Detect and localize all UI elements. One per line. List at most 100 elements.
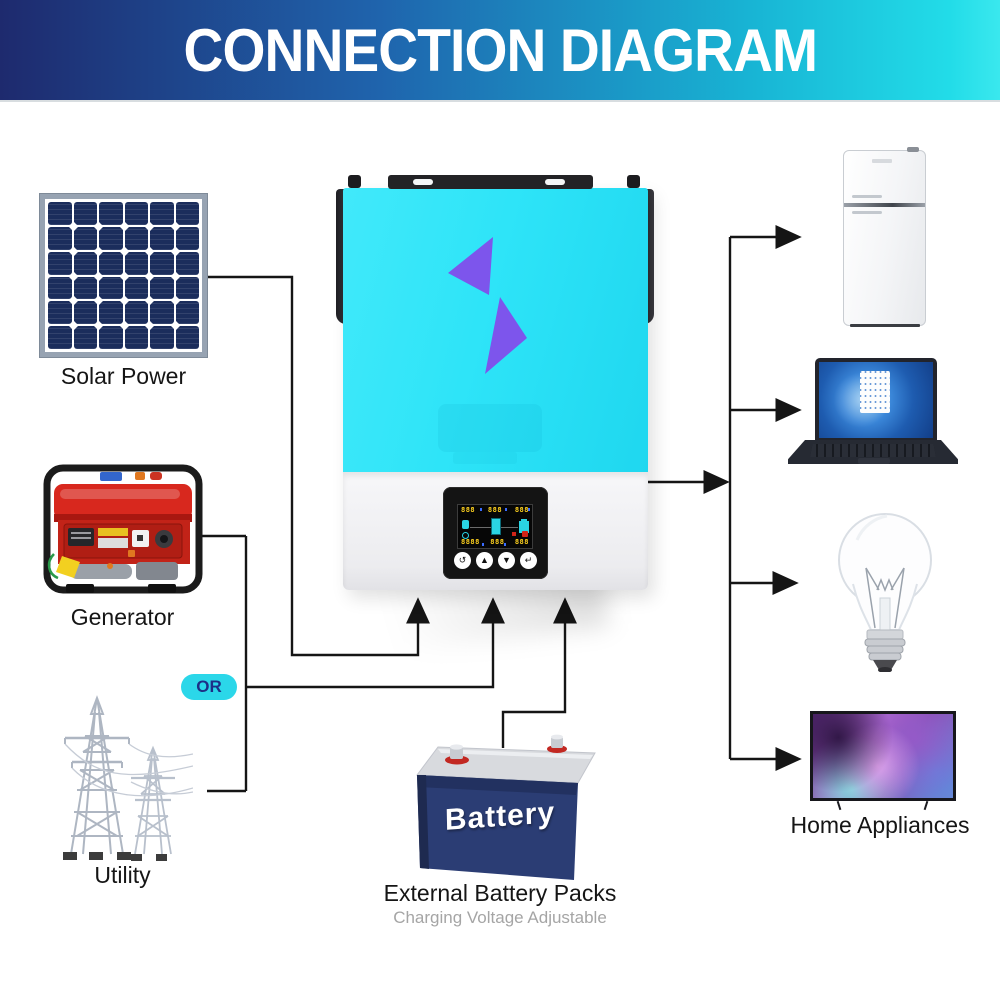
solar-panel-icon [40, 194, 207, 357]
bracket-slot [413, 179, 433, 185]
or-badge: OR [181, 674, 237, 700]
lcd-unit-tick [505, 508, 507, 511]
solar-cell [73, 251, 97, 275]
lcd-value: 888 [461, 506, 476, 514]
lcd-battery-icon [519, 519, 529, 533]
lcd-value: 888 [487, 506, 503, 514]
solar-cell [48, 326, 72, 349]
lcd-value: 888 [514, 506, 529, 514]
lcd-unit-tick [482, 543, 484, 546]
solar-cell [48, 251, 72, 275]
watermark [453, 452, 517, 464]
lcd-inverter-icon [491, 518, 501, 535]
solar-cell [124, 326, 148, 349]
solar-cell [124, 202, 148, 225]
lcd-unit-tick [528, 508, 530, 511]
battery-icon [416, 734, 596, 880]
home-appliances-label: Home Appliances [790, 812, 970, 838]
solar-cell [124, 276, 148, 300]
solar-cell [124, 226, 148, 250]
solar-cell [175, 251, 199, 275]
lcd-screen: 888 888 888 8888 888 888 [457, 504, 533, 549]
television-icon [810, 711, 956, 801]
bracket-slot [545, 179, 565, 185]
solar-cell [150, 251, 174, 275]
utility-label: Utility [94, 862, 151, 888]
light-bulb-icon [838, 513, 932, 672]
enter-button[interactable]: ↵ [520, 552, 537, 569]
inverter-mount-screw-right [627, 175, 640, 188]
solar-cell [99, 251, 123, 275]
battery-title: External Battery Packs [383, 880, 617, 906]
utility-towers-icon [63, 695, 193, 861]
start-menu [860, 371, 890, 413]
solar-cell [99, 326, 123, 349]
solar-cell [48, 276, 72, 300]
solar-cell [150, 202, 174, 225]
tv-leg [836, 800, 842, 811]
inverter-display-panel: 888 888 888 8888 888 888 ↺ ▲ ▼ ↵ [443, 487, 548, 579]
solar-cell [99, 226, 123, 250]
generator-label: Generator [70, 604, 175, 630]
lcd-value: 8888 [461, 538, 480, 546]
solar-cell [48, 226, 72, 250]
generator-icon [43, 464, 203, 594]
laptop-trackpad [858, 458, 890, 464]
solar-cell [175, 276, 199, 300]
fridge-base [850, 324, 920, 327]
solar-cell [124, 301, 148, 325]
lcd-value: 888 [514, 538, 529, 546]
refrigerator-icon [843, 147, 926, 327]
laptop-icon [788, 356, 958, 468]
solar-cell [73, 202, 97, 225]
lightning-logo-icon [448, 237, 527, 374]
inverter-mount-screw-left [348, 175, 361, 188]
solar-cell [150, 226, 174, 250]
solar-cell [150, 326, 174, 349]
esc-button[interactable]: ↺ [454, 552, 471, 569]
lcd-fault-icon [522, 531, 528, 537]
solar-cell [73, 301, 97, 325]
up-button[interactable]: ▲ [476, 552, 493, 569]
fridge-hinge [907, 147, 919, 152]
solar-cell [175, 326, 199, 349]
fridge-logo [872, 159, 892, 163]
solar-cell [175, 301, 199, 325]
down-button[interactable]: ▼ [498, 552, 515, 569]
solar-cell-grid [48, 202, 199, 349]
page-title: CONNECTION DIAGRAM [183, 16, 817, 84]
laptop-screen [815, 358, 937, 442]
inverter-mount-bracket [388, 175, 593, 189]
fridge-handle [852, 195, 882, 198]
lcd-value: 888 [490, 538, 505, 546]
solar-power-label: Solar Power [60, 363, 187, 389]
fridge-door-seam [844, 203, 925, 207]
solar-cell [175, 202, 199, 225]
solar-cell [124, 251, 148, 275]
inverter-button-row: ↺ ▲ ▼ ↵ [454, 552, 537, 569]
solar-cell [48, 301, 72, 325]
tv-leg [923, 800, 929, 811]
lcd-unit-tick [480, 508, 482, 511]
solar-cell [150, 301, 174, 325]
solar-cell [73, 276, 97, 300]
solar-cell [99, 202, 123, 225]
lcd-clock-icon [462, 532, 469, 539]
fridge-handle [852, 211, 882, 214]
inverter-front-panel [343, 188, 648, 472]
watermark [438, 404, 542, 452]
banner: CONNECTION DIAGRAM [0, 0, 1000, 102]
battery-subtitle: Charging Voltage Adjustable [393, 908, 607, 927]
laptop-wallpaper [819, 362, 933, 438]
solar-cell [175, 226, 199, 250]
laptop-keyboard [810, 444, 936, 457]
solar-cell [73, 226, 97, 250]
solar-cell [48, 202, 72, 225]
lcd-warning-icon [512, 532, 516, 536]
solar-cell [73, 326, 97, 349]
solar-cell [99, 276, 123, 300]
solar-cell [99, 301, 123, 325]
lcd-pv-icon [462, 520, 469, 529]
solar-cell [150, 276, 174, 300]
lcd-unit-tick [504, 543, 506, 546]
